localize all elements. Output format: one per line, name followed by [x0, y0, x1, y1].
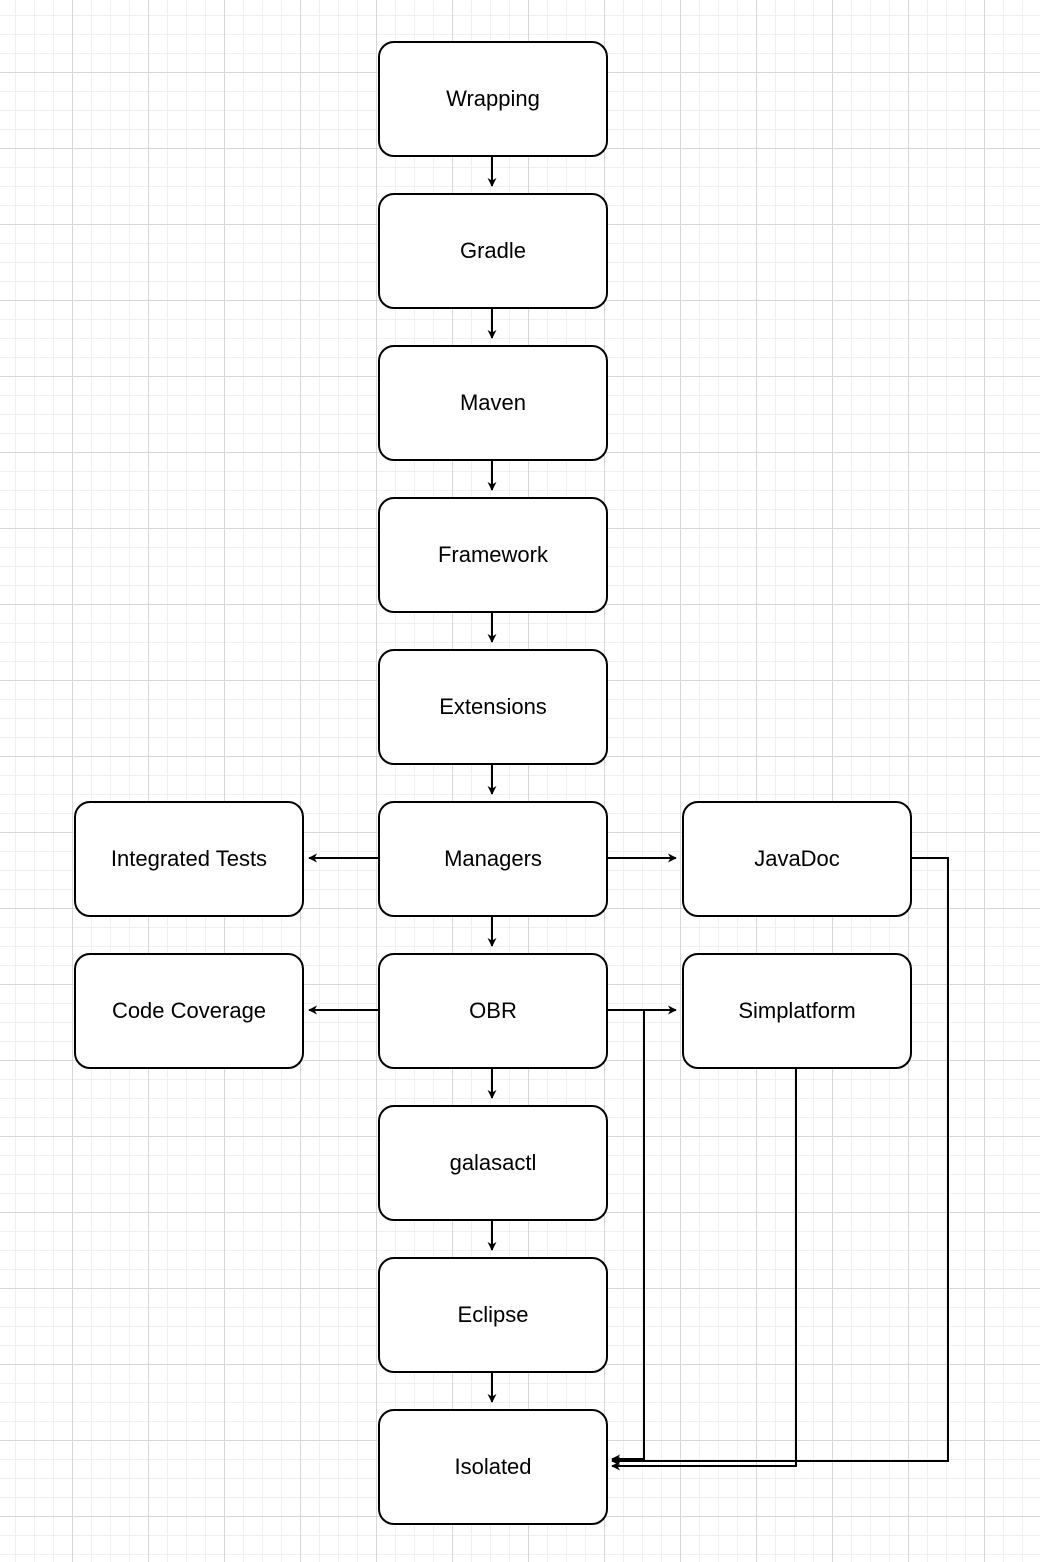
node-integrated-tests[interactable]: Integrated Tests	[74, 801, 304, 917]
node-galasactl[interactable]: galasactl	[378, 1105, 608, 1221]
node-obr-label: OBR	[469, 998, 517, 1023]
node-code-coverage-label: Code Coverage	[111, 998, 267, 1023]
node-wrapping-label: Wrapping	[446, 86, 540, 111]
node-simplatform-label: Simplatform	[738, 998, 856, 1023]
node-framework[interactable]: Framework	[378, 497, 608, 613]
node-gradle[interactable]: Gradle	[378, 193, 608, 309]
node-isolated[interactable]: Isolated	[378, 1409, 608, 1525]
node-javadoc-label: JavaDoc	[754, 846, 840, 871]
node-javadoc[interactable]: JavaDoc	[682, 801, 912, 917]
node-framework-label: Framework	[437, 542, 548, 567]
node-galasactl-label: galasactl	[449, 1150, 537, 1175]
node-obr[interactable]: OBR	[378, 953, 608, 1069]
node-eclipse-label: Eclipse	[457, 1302, 529, 1327]
node-gradle-label: Gradle	[459, 238, 527, 263]
node-simplatform[interactable]: Simplatform	[682, 953, 912, 1069]
node-extensions[interactable]: Extensions	[378, 649, 608, 765]
node-eclipse[interactable]: Eclipse	[378, 1257, 608, 1373]
node-integrated-tests-label: Integrated Tests	[110, 846, 268, 871]
edge-simplatform-isolated	[611, 1067, 797, 1471]
edge-obr-isolated	[606, 1009, 645, 1464]
node-managers-label: Managers	[444, 846, 542, 871]
node-extensions-label: Extensions	[439, 694, 547, 719]
node-maven[interactable]: Maven	[378, 345, 608, 461]
node-wrapping[interactable]: Wrapping	[378, 41, 608, 157]
node-code-coverage[interactable]: Code Coverage	[74, 953, 304, 1069]
edge-javadoc-isolated	[611, 857, 949, 1466]
node-maven-label: Maven	[459, 390, 527, 415]
node-isolated-label: Isolated	[454, 1454, 532, 1479]
node-managers[interactable]: Managers	[378, 801, 608, 917]
